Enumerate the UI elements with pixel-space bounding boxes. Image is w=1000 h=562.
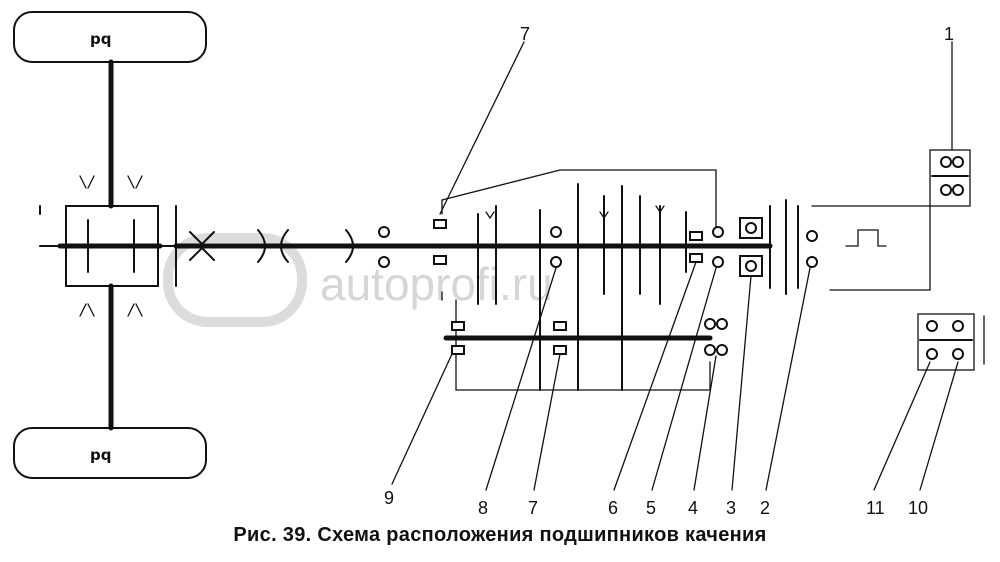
gears: [477, 183, 687, 391]
callout-3: 3: [726, 498, 736, 518]
callout-7-bottom: 7: [528, 498, 538, 518]
wheel-top-label: pq: [90, 30, 111, 48]
callout-4: 4: [688, 498, 698, 518]
differential: [39, 175, 177, 317]
callout-2: 2: [760, 498, 770, 518]
rear-wheel-bottom: pq: [13, 427, 207, 479]
rear-wheel-top: pq: [13, 11, 207, 63]
bearing-detail-1: [929, 149, 971, 207]
wheel-bottom-label: pq: [90, 446, 111, 464]
watermark-text: autoprofi.ru: [320, 258, 553, 310]
callout-8: 8: [478, 498, 488, 518]
callout-10: 10: [908, 498, 928, 518]
callout-6: 6: [608, 498, 618, 518]
callout-5: 5: [646, 498, 656, 518]
bearing-detail-10-11: [917, 313, 985, 371]
callout-11: 11: [866, 498, 885, 518]
callouts: 1 2 3 4 5 6 7 7 8 9 10 11: [384, 24, 954, 518]
callout-9: 9: [384, 488, 394, 508]
propeller-shaft: [173, 229, 443, 263]
watermark: autoprofi.ru: [163, 233, 553, 327]
output-housing: [769, 199, 931, 295]
callout-7-top: 7: [520, 24, 530, 44]
callout-1: 1: [944, 24, 954, 44]
figure-caption: Рис. 39. Схема расположения подшипников …: [233, 524, 767, 546]
leader-lines: [391, 41, 959, 491]
bearings: [378, 217, 818, 356]
